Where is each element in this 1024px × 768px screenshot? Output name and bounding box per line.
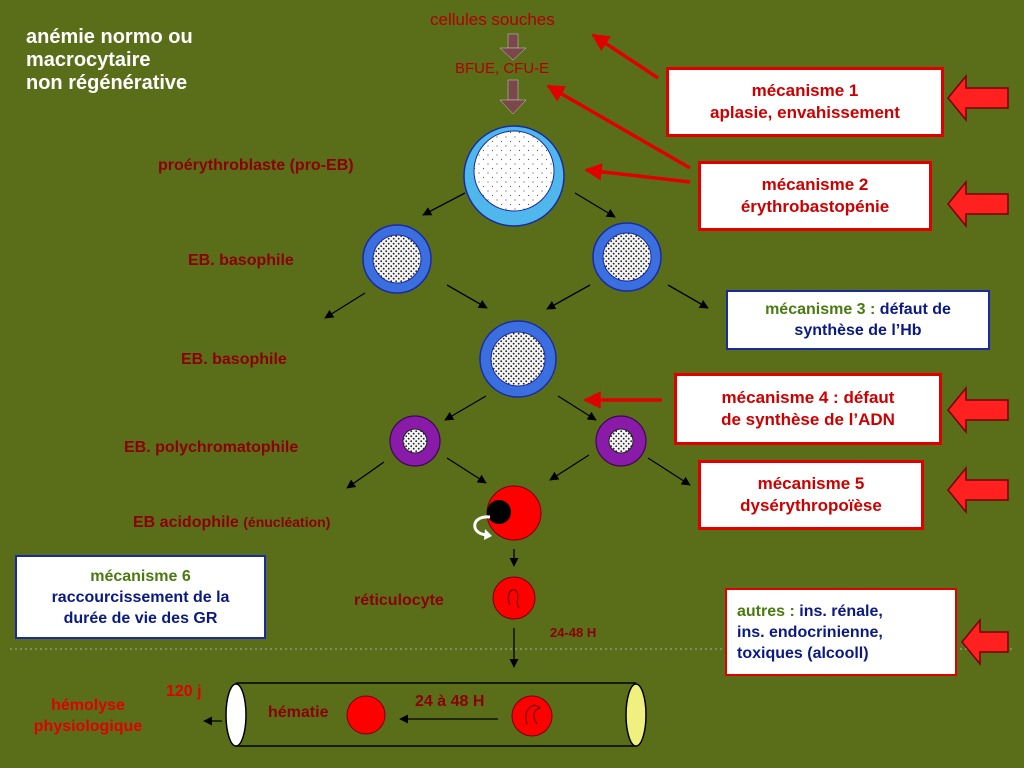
reticulocyte-in-vessel	[511, 695, 553, 737]
label-hemolyse: hémolyse physiologique	[20, 695, 156, 737]
mechanism-6-desc-1: raccourcissement de la	[51, 588, 230, 606]
autres-line-1: autres : ins. rénale,	[737, 601, 955, 622]
mechanism-6-desc-2: durée de vie des GR	[63, 609, 218, 627]
mechanism-1-title: mécanisme 1	[751, 81, 859, 100]
label-cellules-souches: cellules souches	[430, 10, 555, 29]
title-line-2: macrocytaire	[26, 49, 151, 71]
mechanism-6-box: mécanisme 6 raccourcissement de la durée…	[15, 555, 266, 639]
differentiation-arrows	[203, 192, 709, 726]
mechanism-pointer-arrows	[546, 33, 691, 409]
side-red-arrows	[947, 73, 1009, 667]
eb-basophile-cell-center	[479, 320, 557, 398]
mechanism-1-box: mécanisme 1 aplasie, envahissement	[666, 67, 944, 137]
mechanism-4-line-1: mécanisme 4 : défaut	[721, 388, 895, 407]
label-enucleation: (énucléation)	[243, 514, 331, 530]
label-pro-eb: proérythroblaste (pro-EB)	[158, 157, 354, 174]
mechanism-3-desc-1: défaut de	[879, 301, 951, 318]
label-vessel-time: 24 à 48 H	[415, 693, 485, 710]
mechanism-5-title: mécanisme 5	[757, 474, 865, 493]
stem-arrow-1	[499, 33, 527, 61]
eb-polychromatophile-cell-right	[595, 415, 647, 467]
mechanism-4-line-2: de synthèse de l’ADN	[721, 410, 895, 429]
mechanism-4-box: mécanisme 4 : défaut de synthèse de l’AD…	[674, 373, 942, 445]
label-bfue-cfue: BFUE, CFU-E	[455, 60, 550, 77]
blood-vessel	[225, 682, 647, 747]
autres-desc-2: ins. endocrinienne,	[737, 623, 883, 641]
mechanism-5-desc: dysérythropoïèse	[740, 496, 882, 515]
mechanism-2-title: mécanisme 2	[761, 175, 869, 194]
autres-box: autres : ins. rénale, ins. endocrinienne…	[725, 588, 957, 676]
eb-basophile-cell-right	[592, 222, 662, 292]
eb-polychromatophile-cell-left	[389, 415, 441, 467]
label-reti-time: 24-48 H	[550, 625, 597, 640]
title-line-3: non régénérative	[26, 72, 188, 94]
hemolyse-line-1: hémolyse	[51, 697, 125, 714]
label-eb-basophile-1: EB. basophile	[188, 252, 294, 269]
mechanism-6-label: mécanisme 6	[90, 567, 191, 585]
label-eb-polychromatophile: EB. polychromatophile	[124, 439, 299, 456]
title-line-1: anémie normo ou	[26, 26, 193, 48]
mechanism-3-line-1: mécanisme 3 : défaut de	[728, 299, 988, 320]
label-eb-basophile-2: EB. basophile	[181, 351, 287, 368]
label-reticulocyte: réticulocyte	[354, 592, 444, 609]
eb-basophile-cell-left	[362, 224, 432, 294]
mechanism-3-box: mécanisme 3 : défaut de synthèse de l’Hb	[726, 290, 990, 350]
autres-desc-1: ins. rénale,	[799, 602, 883, 620]
hemolyse-line-2: physiologique	[33, 718, 143, 735]
mechanism-3-label: mécanisme 3 :	[765, 301, 876, 318]
label-eb-acidophile: EB acidophile (énucléation)	[133, 514, 330, 532]
stem-arrow-2	[499, 79, 527, 115]
mechanism-3-desc-2: synthèse de l’Hb	[794, 322, 922, 339]
autres-desc-3: toxiques (alcooll)	[737, 644, 869, 662]
pro-eb-cell	[463, 125, 565, 227]
label-lifespan: 120 j	[166, 683, 202, 700]
label-eb-acidophile-text: EB acidophile	[133, 514, 239, 531]
mechanism-2-box: mécanisme 2 érythrobastopénie	[698, 161, 932, 231]
page-title: anémie normo ou macrocytaire non régénér…	[26, 26, 193, 95]
mechanism-1-desc: aplasie, envahissement	[710, 103, 900, 122]
label-hematie: hématie	[268, 704, 329, 721]
autres-label: autres :	[737, 602, 795, 620]
mechanism-5-box: mécanisme 5 dysérythropoïèse	[698, 460, 924, 530]
eb-acidophile-cell	[473, 485, 542, 541]
reticulocyte-cell	[492, 576, 536, 620]
hematie-cell	[346, 695, 386, 735]
mechanism-2-desc: érythrobastopénie	[740, 197, 890, 216]
